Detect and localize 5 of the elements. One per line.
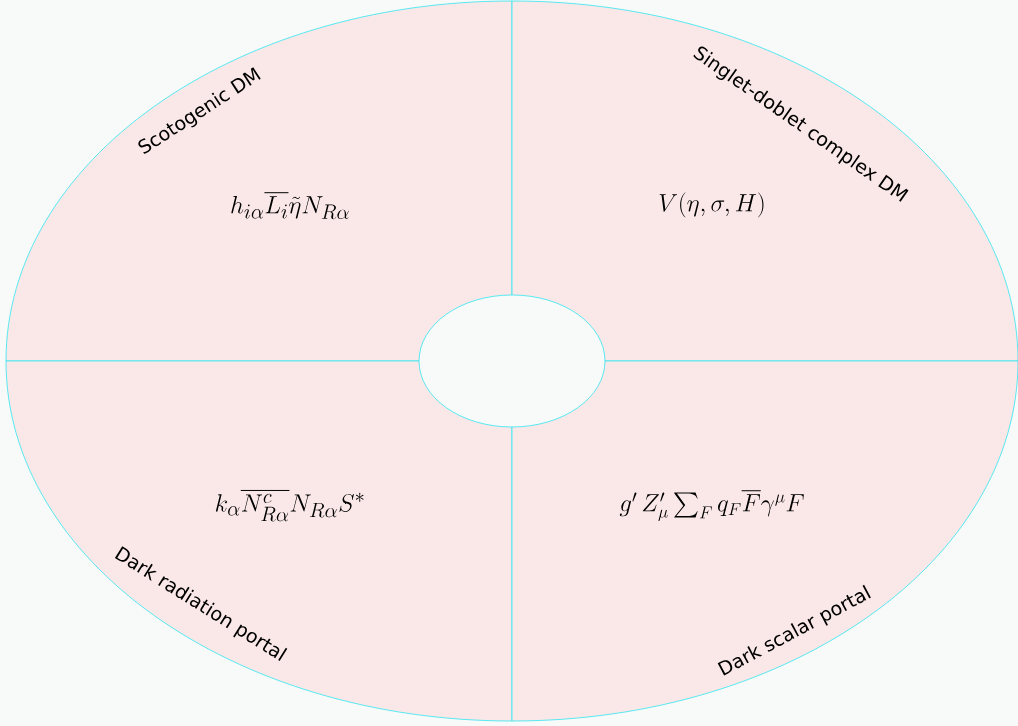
formula: $k_\alpha\overline{N^c_{R\alpha}}N_{R\alpha}S^*$ xyxy=(215,490,364,522)
center-ellipse xyxy=(418,294,606,428)
formula: $g'\,Z'_\mu\sum_F q_F\overline{F}\gamma^\mu F$ xyxy=(619,490,804,522)
formula: $V(\eta,\sigma,H)$ xyxy=(659,192,764,218)
formula: $h_{i\alpha}\overline{L_i}\tilde{\eta}N_{R\alpha}$ xyxy=(231,192,349,220)
